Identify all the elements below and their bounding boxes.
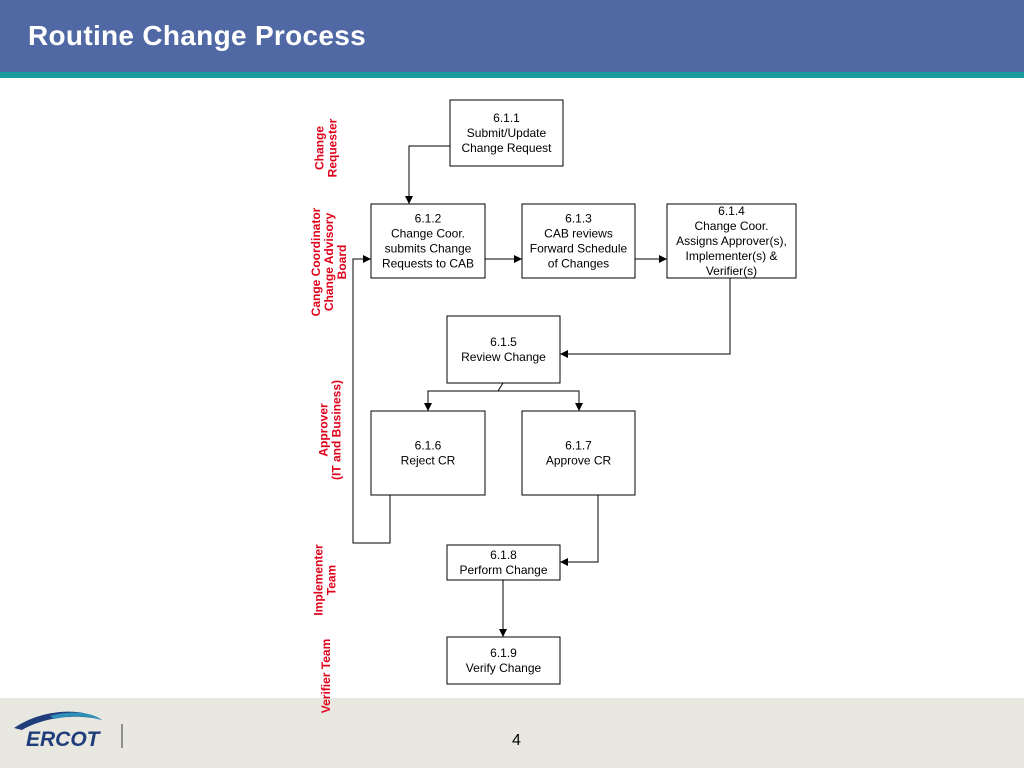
connector-6-1-6-to-6-1-2 — [352, 255, 391, 544]
logo-wordmark: ERCOT — [26, 728, 102, 751]
connector-6-1-5-to-6-1-6 — [424, 382, 504, 411]
ercot-logo: ERCOT — [14, 711, 123, 751]
step-box — [666, 203, 797, 279]
step-box — [446, 315, 561, 384]
step-box — [521, 203, 636, 279]
lane-label-change-coordinator: Cange CoordinatorChange AdvisoryBoard — [309, 207, 349, 316]
logo-swoosh-accent — [50, 712, 102, 720]
step-box — [446, 636, 561, 685]
lane-label-approver: Approver(IT and Business) — [317, 380, 344, 480]
title-bar — [0, 0, 1024, 72]
connectors — [352, 145, 731, 637]
page-number: 4 — [512, 732, 521, 749]
lane-label-change-requester: ChangeRequester — [313, 118, 340, 177]
lane-label-verifier: Verifier Team — [319, 639, 333, 713]
connector-6-1-5-to-6-1-7 — [498, 390, 583, 411]
step-box — [370, 203, 486, 279]
lane-label-implementer: ImplementerTeam — [312, 544, 339, 616]
connector-6-1-7-to-6-1-8 — [560, 495, 599, 566]
slide-title: Routine Change Process — [28, 20, 367, 51]
connector-6-1-4-to-6-1-5 — [560, 278, 731, 358]
footer-bar — [0, 698, 1024, 768]
step-box — [446, 544, 561, 581]
step-box — [521, 410, 636, 496]
connector-6-1-1-to-6-1-2 — [405, 145, 450, 204]
step-box — [449, 99, 564, 167]
title-underline — [0, 72, 1024, 78]
step-box — [370, 410, 486, 496]
